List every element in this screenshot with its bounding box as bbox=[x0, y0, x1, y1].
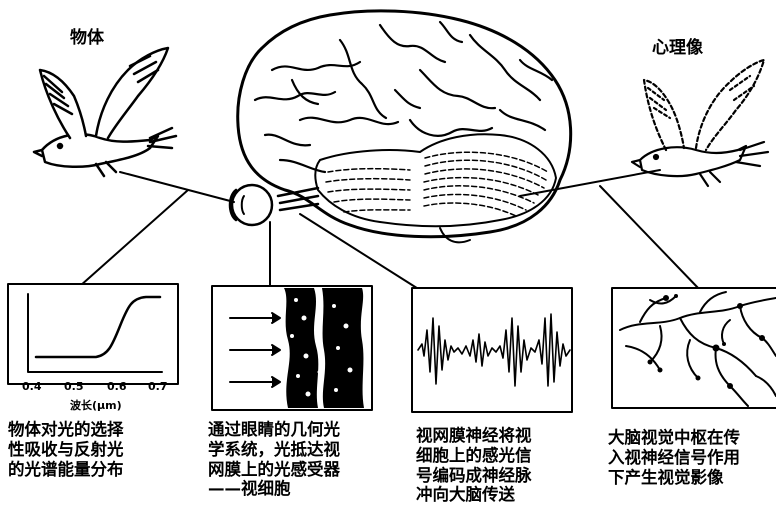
nerve-signal-panel bbox=[412, 288, 572, 412]
caption-line: 号编码成神经脉 bbox=[416, 466, 532, 486]
photoreceptor-layer bbox=[284, 288, 364, 408]
caption-line: 学系统，光抵达视 bbox=[208, 440, 340, 460]
tick-label-0-6: 0.6 bbox=[107, 380, 127, 393]
brain-drawing bbox=[238, 11, 571, 242]
caption-line: ——视细胞 bbox=[208, 479, 340, 499]
tick-label-0-7: 0.7 bbox=[148, 380, 168, 393]
caption-line: 物体对光的选择 bbox=[8, 420, 124, 440]
tick-label-0-5: 0.5 bbox=[64, 380, 84, 393]
caption-nerve: 视网膜神经将视 细胞上的感光信 号编码成神经脉 冲向大脑传送 bbox=[416, 426, 532, 505]
caption-line: 细胞上的感光信 bbox=[416, 446, 532, 466]
caption-line: 大脑视觉中枢在传 bbox=[608, 428, 740, 448]
mental-bird-drawing bbox=[632, 60, 768, 186]
caption-line: 下产生视觉影像 bbox=[608, 468, 740, 488]
object-label: 物体 bbox=[70, 28, 104, 48]
mental-image-label: 心理像 bbox=[652, 38, 703, 58]
caption-line: 网膜上的光感受器 bbox=[208, 460, 340, 480]
caption-brain: 大脑视觉中枢在传 入视神经信号作用 下产生视觉影像 bbox=[608, 428, 740, 487]
retina-panel bbox=[212, 286, 372, 410]
object-bird-drawing bbox=[34, 48, 176, 176]
cortex-panel bbox=[612, 288, 776, 408]
eye-drawing bbox=[230, 185, 272, 225]
caption-retina: 通过眼睛的几何光 学系统，光抵达视 网膜上的光感受器 ——视细胞 bbox=[208, 420, 340, 499]
caption-line: 入视神经信号作用 bbox=[608, 448, 740, 468]
spectrum-panel bbox=[8, 284, 178, 384]
caption-line: 性吸收与反射光 bbox=[8, 440, 124, 460]
caption-line: 冲向大脑传送 bbox=[416, 485, 532, 505]
tick-label-0-4: 0.4 bbox=[22, 380, 42, 393]
caption-line: 通过眼睛的几何光 bbox=[208, 420, 340, 440]
caption-object: 物体对光的选择 性吸收与反射光 的光谱能量分布 bbox=[8, 420, 124, 479]
wavelength-axis-label: 波长(μm) bbox=[70, 397, 122, 413]
caption-line: 视网膜神经将视 bbox=[416, 426, 532, 446]
caption-line: 的光谱能量分布 bbox=[8, 460, 124, 480]
